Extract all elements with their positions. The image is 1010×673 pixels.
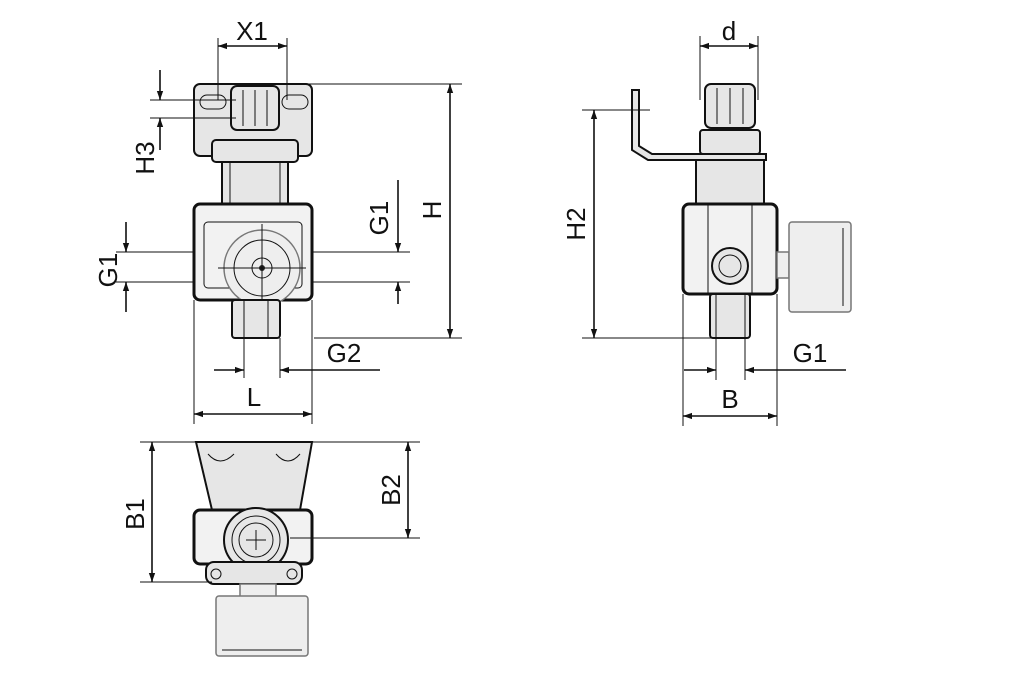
label-d: d — [722, 16, 736, 46]
dimension-x1: X1 — [217, 16, 288, 100]
side-port — [711, 247, 749, 285]
dimension-g1-side: G1 — [684, 294, 846, 380]
dimension-b1: B1 — [120, 441, 212, 583]
side-bonnet — [695, 159, 765, 207]
label-x1: X1 — [236, 16, 268, 46]
front-lock-nut — [211, 139, 299, 163]
dimension-h: H — [280, 83, 462, 339]
label-h3: H3 — [130, 141, 160, 174]
side-bottom-port — [709, 293, 751, 339]
label-b2: B2 — [376, 474, 406, 506]
dimension-h3: H3 — [130, 70, 236, 175]
front-bracket-slot-left — [199, 94, 227, 110]
dimension-d: d — [699, 16, 759, 100]
bottom-view — [192, 441, 314, 657]
dimension-l: L — [193, 300, 313, 424]
label-b1: B1 — [120, 498, 150, 530]
label-g1-front-left: G1 — [93, 253, 123, 288]
bottom-bracket — [194, 441, 314, 511]
label-h2: H2 — [561, 207, 591, 240]
front-bonnet — [221, 161, 289, 207]
dimension-h2: H2 — [561, 109, 712, 339]
side-view — [631, 83, 852, 339]
side-pressure-gauge — [788, 221, 852, 313]
label-h: H — [417, 201, 447, 220]
bottom-pressure-gauge — [215, 595, 309, 657]
dimension-b: B — [682, 294, 778, 426]
label-g2: G2 — [327, 338, 362, 368]
front-bottom-port — [231, 299, 281, 339]
label-g1-side: G1 — [793, 338, 828, 368]
front-view — [192, 83, 314, 339]
label-l: L — [247, 382, 261, 412]
label-b: B — [721, 384, 738, 414]
dimension-b2: B2 — [290, 441, 420, 539]
dimension-g2: G2 — [214, 338, 380, 378]
label-g1-front-right: G1 — [364, 201, 394, 236]
side-l-bracket — [631, 89, 767, 161]
front-bracket-slot-right — [281, 94, 309, 110]
dimension-g1-front-left: G1 — [93, 222, 194, 312]
dimension-g1-front-right: G1 — [312, 180, 410, 304]
